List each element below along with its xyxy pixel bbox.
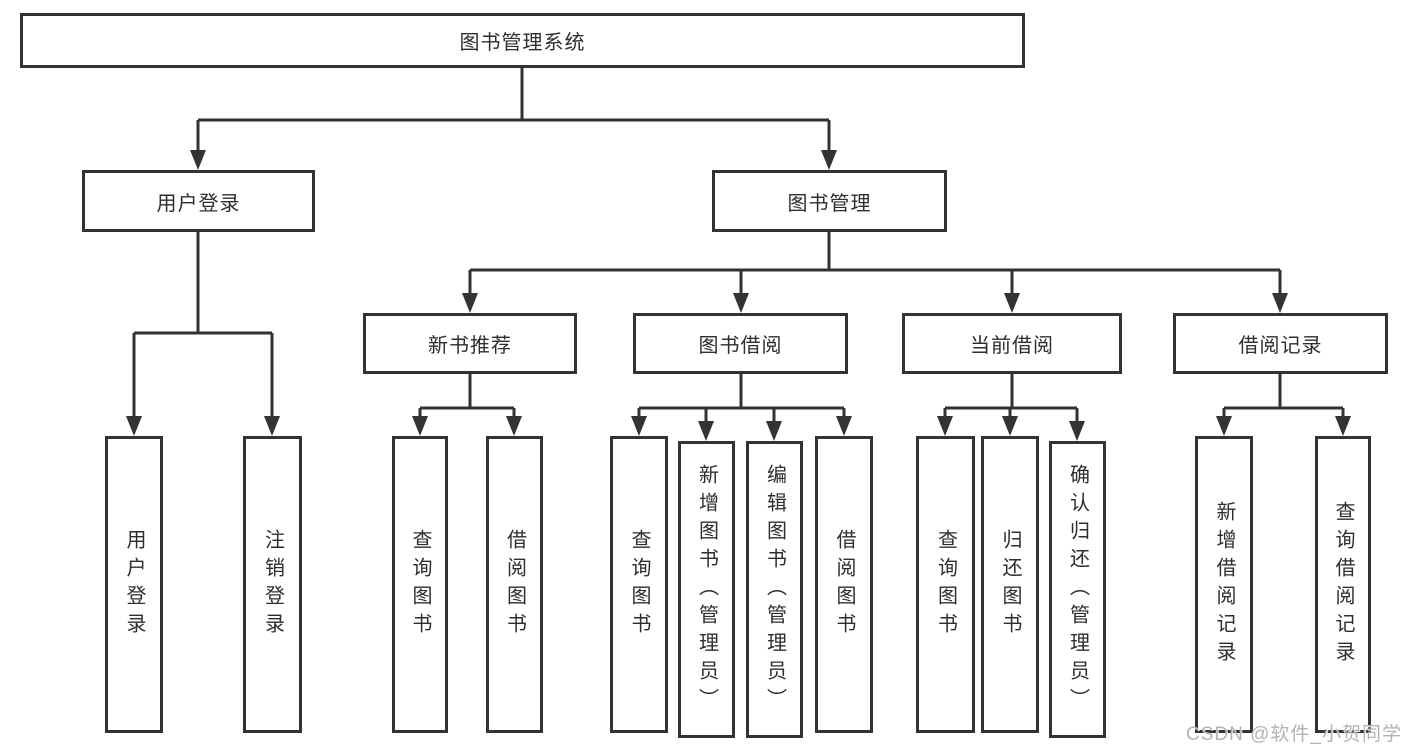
arrow-icon (506, 416, 522, 436)
arrow-icon (836, 416, 852, 436)
node-label: 新增借阅记录 (1213, 500, 1235, 669)
node-label: 注销登录 (261, 528, 284, 641)
node-label: 确认归还（管理员） (1066, 463, 1089, 716)
watermark-text: CSDN @软件_小贺同学 (1186, 724, 1402, 745)
node-label: 图书借阅 (698, 335, 783, 357)
arrow-icon (1335, 416, 1351, 436)
leaf-user-login: 用户登录 (105, 436, 163, 733)
node-label: 归还图书 (999, 528, 1021, 641)
arrow-icon (126, 416, 142, 436)
arrow-icon (190, 150, 206, 170)
leaf-logout: 注销登录 (243, 436, 302, 733)
node-label: 查询图书 (409, 528, 431, 641)
node-label: 图书管理 (787, 192, 872, 215)
arrow-icon (631, 416, 647, 436)
leaf-cb-query-books: 查询图书 (916, 436, 975, 733)
node-label: 借阅图书 (833, 528, 855, 641)
node-current-borrow: 当前借阅 (902, 313, 1122, 374)
leaf-nb-borrow-books: 借阅图书 (486, 436, 543, 733)
node-label: 查询借阅记录 (1332, 500, 1354, 669)
arrow-icon (1216, 416, 1232, 436)
arrow-icon (821, 150, 837, 170)
arrow-icon (1069, 421, 1085, 441)
leaf-br-query-record: 查询借阅记录 (1315, 436, 1371, 733)
leaf-cb-return-books: 归还图书 (981, 436, 1039, 733)
leaf-bb-borrow-books: 借阅图书 (815, 436, 873, 733)
leaf-bb-query-books: 查询图书 (610, 436, 668, 733)
node-new-book-recommend: 新书推荐 (363, 313, 577, 374)
node-label: 编辑图书（管理员） (763, 463, 786, 716)
node-label: 查询图书 (934, 528, 957, 641)
node-book-management: 图书管理 (712, 170, 947, 232)
leaf-bb-add-books-admin: 新增图书（管理员） (678, 441, 735, 738)
leaf-br-add-record: 新增借阅记录 (1195, 436, 1253, 733)
node-label: 新增图书（管理员） (695, 463, 718, 716)
node-book-borrow: 图书借阅 (633, 313, 848, 374)
node-user-login: 用户登录 (82, 170, 315, 232)
leaf-cb-confirm-return-admin: 确认归还（管理员） (1049, 441, 1106, 738)
arrow-icon (698, 421, 714, 441)
node-label: 图书管理系统 (459, 32, 586, 54)
arrow-icon (412, 416, 428, 436)
arrow-icon (1272, 293, 1288, 313)
leaf-nb-query-books: 查询图书 (392, 436, 448, 733)
arrow-icon (937, 416, 953, 436)
arrow-icon (1004, 293, 1020, 313)
arrow-icon (733, 293, 749, 313)
node-label: 新书推荐 (428, 335, 512, 357)
arrow-icon (766, 421, 782, 441)
arrow-icon (1002, 416, 1018, 436)
arrow-icon (264, 416, 280, 436)
node-label: 借阅图书 (503, 528, 526, 641)
leaf-bb-edit-books-admin: 编辑图书（管理员） (746, 441, 803, 738)
arrow-icon (462, 293, 478, 313)
node-borrow-records: 借阅记录 (1173, 313, 1388, 374)
node-label: 用户登录 (123, 528, 145, 641)
node-label: 借阅记录 (1238, 335, 1323, 357)
node-label: 查询图书 (628, 528, 650, 641)
node-library-management-system: 图书管理系统 (20, 13, 1025, 68)
node-label: 用户登录 (156, 192, 241, 215)
node-label: 当前借阅 (970, 335, 1054, 357)
